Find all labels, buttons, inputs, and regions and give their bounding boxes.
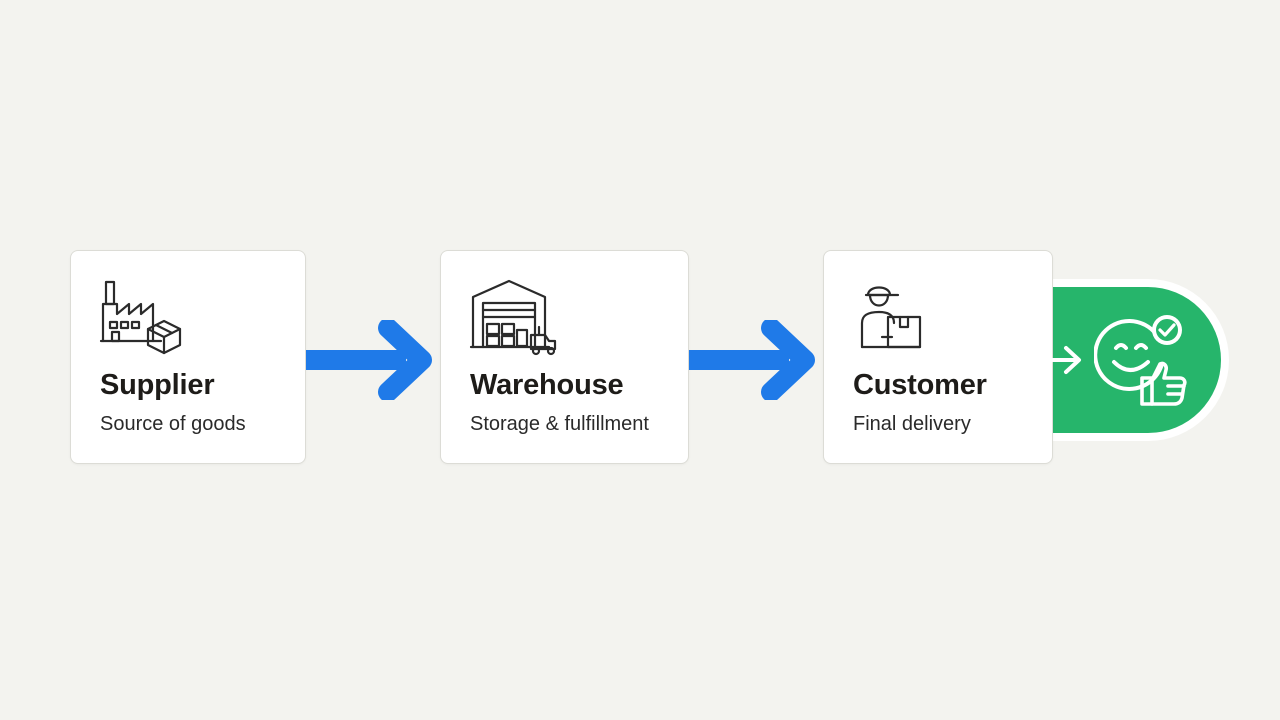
supplier-subtitle: Source of goods — [100, 413, 246, 435]
smiley-face-icon — [1093, 316, 1174, 401]
arrow-right-icon — [1022, 340, 1088, 385]
thumbs-up-icon — [1138, 358, 1190, 413]
delivery-person-icon — [858, 279, 934, 358]
factory-icon — [99, 277, 189, 362]
warehouse-subtitle: Storage & fulfillment — [470, 413, 649, 435]
customer-card: Customer Final delivery — [823, 250, 1053, 464]
customer-title: Customer — [853, 369, 987, 401]
warehouse-title: Warehouse — [470, 369, 624, 401]
supplier-card: Supplier Source of goods — [70, 250, 306, 464]
arrow-right-icon — [306, 318, 440, 405]
checkmark-icon — [1150, 313, 1184, 352]
warehouse-icon — [469, 277, 563, 362]
customer-subtitle: Final delivery — [853, 413, 971, 435]
supplier-title: Supplier — [100, 369, 215, 401]
warehouse-card: Warehouse Storage & fulfillment — [440, 250, 689, 464]
arrow-right-icon — [689, 318, 823, 405]
